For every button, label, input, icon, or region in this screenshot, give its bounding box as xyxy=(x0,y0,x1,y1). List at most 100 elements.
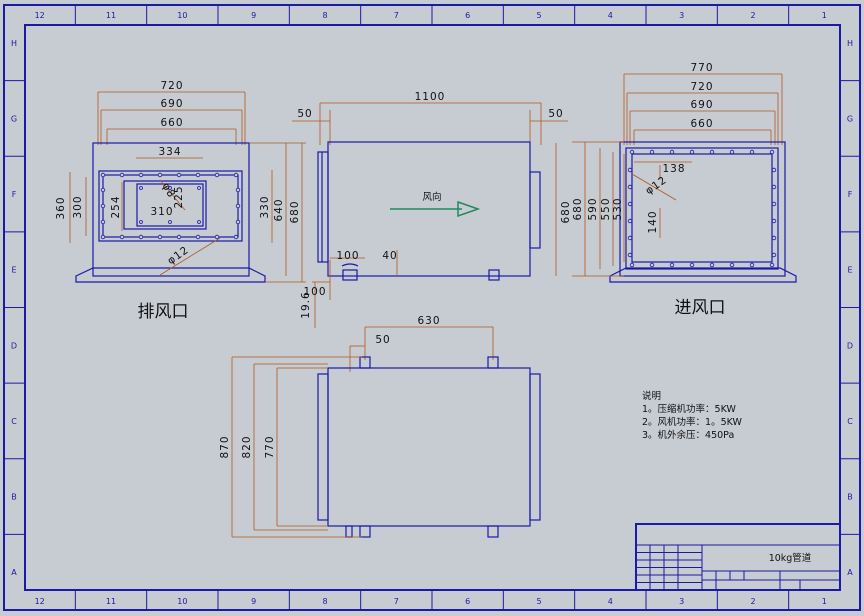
bolt-hole xyxy=(771,235,777,241)
bolt-hole xyxy=(649,262,655,268)
note-line-3: 3。机外余压：450Pa xyxy=(642,429,734,441)
dim-690: 690 xyxy=(160,98,183,110)
zone-col-label-bottom: 5 xyxy=(536,597,541,606)
bolt-hole xyxy=(649,149,655,155)
zone-row-label-right: H xyxy=(847,39,853,48)
zone-row-label-left: F xyxy=(12,190,17,199)
intake-flange xyxy=(625,147,779,270)
zone-row-label-left: H xyxy=(11,39,17,48)
zone-col-label-top: 1 xyxy=(822,11,827,20)
dim-640: 640 xyxy=(273,198,285,221)
exhaust-flange xyxy=(98,170,243,242)
zone-col-label-top: 9 xyxy=(251,11,256,20)
bolt-hole xyxy=(771,167,777,173)
bolt-hole xyxy=(138,172,144,178)
exhaust-outlet-label: 排风口 xyxy=(138,302,189,322)
exhaust-base xyxy=(75,267,266,283)
bolt-hole xyxy=(627,218,633,224)
dim-334: 334 xyxy=(158,146,181,158)
bolt-hole xyxy=(233,172,239,178)
note-line-2: 2。风机功率：1。5KW xyxy=(642,416,743,428)
zone-col-label-bottom: 8 xyxy=(322,597,327,606)
dim-360: 360 xyxy=(55,196,67,219)
dim-100-bottom: 100 xyxy=(303,286,326,298)
zone-col-label-top: 5 xyxy=(536,11,541,20)
dim-530: 530 xyxy=(612,197,624,220)
bolt-hole xyxy=(100,172,106,178)
zone-col-label-top: 10 xyxy=(177,11,187,20)
bolt-hole xyxy=(235,187,241,193)
zone-col-label-top: 11 xyxy=(106,11,116,20)
dim-660: 660 xyxy=(160,117,183,129)
bolt-hole xyxy=(669,149,675,155)
zone-col-label-bottom: 3 xyxy=(679,597,684,606)
dim-50-left: 50 xyxy=(297,108,312,120)
flow-arrow-head xyxy=(457,200,481,218)
intake-view: 770 720 690 660 138 φ12 140 680 590 550 … xyxy=(572,62,797,318)
note-line-1: 1。压缩机功率：5KW xyxy=(642,403,736,415)
bolt-hole xyxy=(709,149,715,155)
zone-col-label-bottom: 9 xyxy=(251,597,256,606)
zone-row-label-left: G xyxy=(11,114,17,123)
dim-19-6: 19.6 xyxy=(300,291,312,318)
zone-col-label-bottom: 12 xyxy=(35,597,45,606)
bolt-hole xyxy=(771,201,777,207)
dim-254: 254 xyxy=(110,195,122,218)
dim-680-right: 680 xyxy=(572,197,584,220)
zone-row-label-left: D xyxy=(11,341,17,350)
dim-720: 720 xyxy=(160,80,183,92)
zone-row-label-right: A xyxy=(847,568,853,577)
bolt-hole xyxy=(729,262,735,268)
product-name: 10kg管道 xyxy=(769,552,812,564)
plan-body xyxy=(327,367,531,527)
zone-row-label-right: E xyxy=(847,266,852,275)
bolt-hole xyxy=(195,234,201,240)
zone-col-label-bottom: 4 xyxy=(608,597,613,606)
exhaust-outlet-view: 720 690 660 334 360 300 254 310 225 φ8 φ… xyxy=(55,80,306,322)
zone-row-label-right: G xyxy=(847,114,853,123)
bolt-hole xyxy=(769,149,775,155)
bolt-hole xyxy=(119,172,125,178)
bolt-hole xyxy=(689,262,695,268)
bolt-hole xyxy=(100,187,106,193)
plan-view: 630 50 870 820 770 xyxy=(219,315,541,538)
zone-row-label-right: F xyxy=(848,190,853,199)
dim-590: 590 xyxy=(587,197,599,220)
bolt-hole xyxy=(100,234,106,240)
zone-col-label-bottom: 11 xyxy=(106,597,116,606)
dim-1100: 1100 xyxy=(415,91,446,103)
zone-col-label-top: 6 xyxy=(465,11,470,20)
bolt-hole xyxy=(139,186,143,190)
zone-row-label-right: B xyxy=(847,493,853,502)
zone-col-label-top: 2 xyxy=(750,11,755,20)
dim-630: 630 xyxy=(417,315,440,327)
bolt-hole xyxy=(233,234,239,240)
bolt-hole xyxy=(119,234,125,240)
dim-310: 310 xyxy=(150,206,173,218)
exhaust-body xyxy=(92,142,250,277)
dim-770-plan: 770 xyxy=(264,435,276,458)
bolt-hole xyxy=(771,252,777,258)
intake-label: 进风口 xyxy=(675,298,726,318)
bolt-hole xyxy=(195,172,201,178)
zone-col-label-top: 8 xyxy=(322,11,327,20)
bolt-hole xyxy=(139,220,143,224)
bolt-hole xyxy=(168,186,172,190)
bolt-hole xyxy=(157,234,163,240)
zone-row-label-right: C xyxy=(847,417,853,426)
bolt-hole xyxy=(627,201,633,207)
dim-550: 550 xyxy=(600,197,612,220)
zone-col-label-top: 7 xyxy=(394,11,399,20)
dim-50-plan: 50 xyxy=(375,334,390,346)
zone-col-label-bottom: 2 xyxy=(750,597,755,606)
dim-50-right: 50 xyxy=(548,108,563,120)
dim-690-right: 690 xyxy=(690,99,713,111)
side-left-flange xyxy=(317,151,329,263)
zone-col-label-top: 3 xyxy=(679,11,684,20)
bolt-hole xyxy=(157,172,163,178)
bolt-hole xyxy=(138,234,144,240)
notes-title: 说明 xyxy=(642,390,661,402)
intake-base xyxy=(609,267,797,283)
